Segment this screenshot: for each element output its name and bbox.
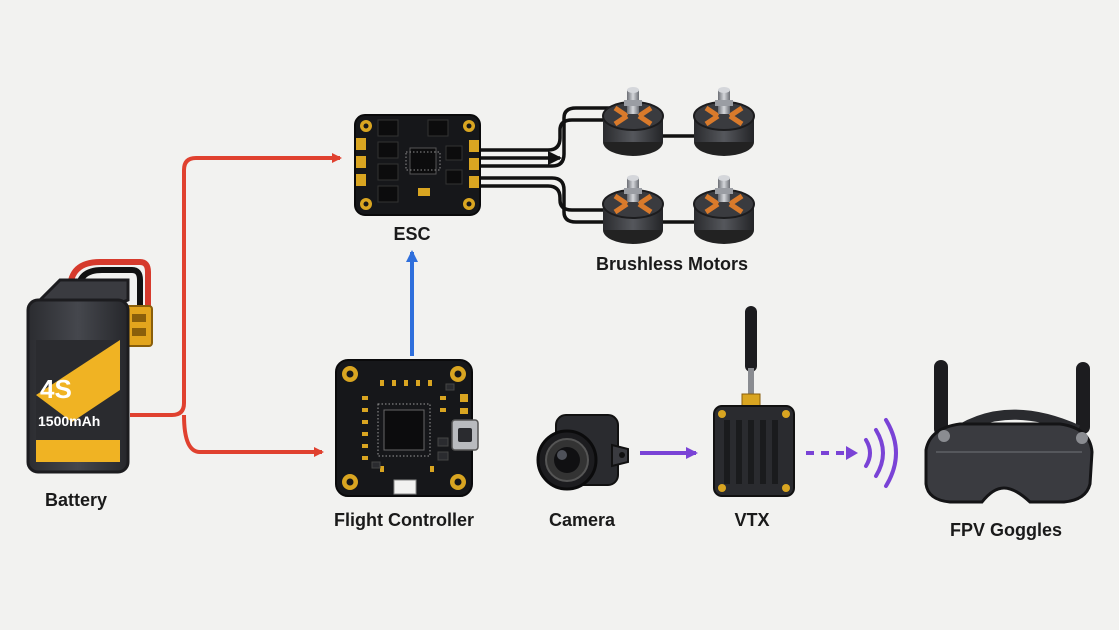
motors-label: Brushless Motors <box>595 254 749 274</box>
battery-to-esc-wire <box>130 153 342 417</box>
fpv-goggles <box>924 360 1094 504</box>
vtx-antenna <box>745 306 757 372</box>
goggles-label: FPV Goggles <box>949 520 1063 540</box>
motor-1 <box>602 87 664 156</box>
goggles-antenna-right <box>1076 362 1090 434</box>
battery-cell-count: 4S <box>40 374 72 404</box>
vtx-label: VTX <box>734 510 770 530</box>
battery-label: Battery <box>44 490 108 510</box>
brushless-motors <box>602 87 755 244</box>
xt60-connector <box>125 305 153 347</box>
vtx <box>713 306 795 497</box>
battery-capacity: 1500mAh <box>38 413 100 429</box>
camera <box>536 414 629 491</box>
motor-4 <box>693 175 755 244</box>
esc-to-motors-wires <box>474 106 700 224</box>
motor-2 <box>693 87 755 156</box>
battery-to-fc-wire <box>182 414 324 457</box>
esc-label: ESC <box>393 224 431 244</box>
battery: 4S 1500mAh <box>26 259 153 474</box>
wireless-signal <box>806 418 898 488</box>
camera-label: Camera <box>548 510 616 530</box>
motor-3 <box>602 175 664 244</box>
goggles-antenna-left <box>934 360 948 436</box>
flight-controller-board <box>335 359 479 497</box>
esc-board <box>354 114 481 216</box>
flight-controller-label: Flight Controller <box>334 510 474 530</box>
